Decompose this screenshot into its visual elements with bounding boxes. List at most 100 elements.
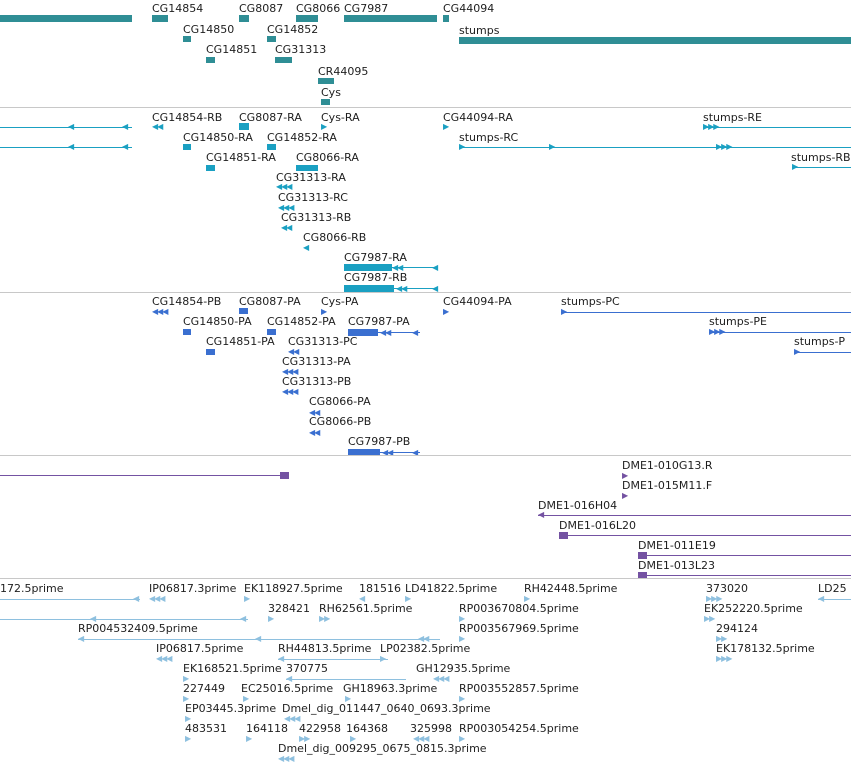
cds-line[interactable] [348, 332, 420, 333]
direction-arrows[interactable]: ▶ [183, 694, 189, 703]
direction-arrows[interactable]: ▶▶ [319, 614, 330, 623]
transcript-line[interactable] [459, 147, 851, 148]
est-label[interactable]: GH12935.5prime [416, 662, 511, 675]
probe-line[interactable] [0, 475, 289, 476]
protein-label[interactable]: stumps-PC [561, 295, 620, 308]
direction-arrows[interactable]: ▶ [185, 734, 191, 743]
protein-label[interactable]: CG14851-PA [206, 335, 275, 348]
est-label[interactable]: RH62561.5prime [319, 602, 413, 615]
est-line[interactable] [0, 599, 140, 600]
est-label[interactable]: 294124 [716, 622, 758, 635]
direction-arrows[interactable]: ▶ [459, 694, 465, 703]
direction-arrows[interactable]: ▶ [321, 122, 327, 131]
est-label[interactable]: 483531 [185, 722, 227, 735]
transcript-bar[interactable] [239, 123, 249, 130]
est-label[interactable]: RP004532409.5prime [78, 622, 198, 635]
transcript-label[interactable]: CG8087-RA [239, 111, 302, 124]
direction-arrows[interactable]: ▶ [321, 307, 327, 316]
direction-arrows[interactable]: ◀◀ [309, 428, 320, 437]
gene-bar[interactable] [275, 57, 292, 63]
gene-label[interactable]: Cys [321, 86, 341, 99]
est-label[interactable]: 172.5prime [0, 582, 64, 595]
direction-arrows[interactable]: ◀ [303, 243, 309, 252]
gene-label[interactable]: CG14850 [183, 23, 235, 36]
direction-arrows[interactable]: ▶ [622, 491, 628, 500]
direction-arrows[interactable]: ▶ [350, 734, 356, 743]
est-label[interactable]: 370775 [286, 662, 328, 675]
direction-arrows[interactable]: ▶ [268, 614, 274, 623]
est-label[interactable]: EC25016.5prime [241, 682, 334, 695]
est-label[interactable]: 164368 [346, 722, 388, 735]
direction-arrows[interactable]: ▶▶ [299, 734, 310, 743]
transcript-line[interactable] [0, 127, 132, 128]
protein-label[interactable]: CG8066-PA [309, 395, 371, 408]
probe-label[interactable]: DME1-010G13.R [622, 459, 713, 472]
gene-bar[interactable] [239, 15, 249, 22]
transcript-label[interactable]: stumps-RC [459, 131, 519, 144]
est-label[interactable]: LD25 [818, 582, 847, 595]
direction-arrows[interactable]: ▶ [405, 594, 411, 603]
est-label[interactable]: 373020 [706, 582, 748, 595]
protein-label[interactable]: Cys-PA [321, 295, 359, 308]
protein-label[interactable]: CG31313-PA [282, 355, 351, 368]
gene-bar[interactable] [267, 36, 276, 42]
transcript-label[interactable]: Cys-RA [321, 111, 360, 124]
cds-bar[interactable] [348, 329, 378, 336]
est-label[interactable]: IP06817.3prime [149, 582, 237, 595]
cds-bar[interactable] [183, 329, 191, 335]
cds-bar[interactable] [267, 329, 276, 335]
est-line[interactable] [0, 619, 248, 620]
direction-arrows[interactable]: ▶▶▶ [716, 654, 733, 663]
direction-arrows[interactable]: ◀◀◀ [276, 182, 293, 191]
est-line[interactable] [78, 639, 440, 640]
direction-arrows[interactable]: ▶▶ [704, 614, 715, 623]
gene-label[interactable]: stumps [459, 24, 500, 37]
gene-label[interactable]: CG8066 [296, 2, 341, 15]
direction-arrows[interactable]: ▶▶▶ [706, 594, 723, 603]
transcript-label[interactable]: CG7987-RA [344, 251, 407, 264]
transcript-label[interactable]: CG14854-RB [152, 111, 223, 124]
probe-bar[interactable] [280, 472, 289, 479]
direction-arrows[interactable]: ◀◀◀ [152, 307, 169, 316]
direction-arrows[interactable]: ▶ [443, 307, 449, 316]
transcript-label[interactable]: CG14851-RA [206, 151, 276, 164]
cds-line[interactable] [561, 312, 851, 313]
est-label[interactable]: RH42448.5prime [524, 582, 618, 595]
protein-label[interactable]: CG7987-PB [348, 435, 411, 448]
transcript-label[interactable]: stumps-RE [703, 111, 763, 124]
transcript-label[interactable]: CG8066-RB [303, 231, 367, 244]
probe-bar[interactable] [638, 552, 647, 559]
gene-bar[interactable] [0, 15, 132, 22]
protein-label[interactable]: CG14852-PA [267, 315, 336, 328]
probe-line[interactable] [638, 555, 851, 556]
est-label[interactable]: Dmel_dig_011447_0640_0693.3prime [282, 702, 491, 715]
est-label[interactable]: EK252220.5prime [704, 602, 803, 615]
transcript-label[interactable]: CG31313-RC [278, 191, 348, 204]
transcript-label[interactable]: CG7987-RB [344, 271, 408, 284]
est-label[interactable]: EK178132.5prime [716, 642, 815, 655]
gene-bar[interactable] [459, 37, 851, 44]
direction-arrows[interactable]: ◀◀◀ [282, 367, 299, 376]
direction-arrows[interactable]: ◀◀◀ [278, 754, 295, 763]
direction-arrows[interactable]: ◀◀◀ [149, 594, 166, 603]
est-label[interactable]: GH18963.3prime [343, 682, 438, 695]
probe-label[interactable]: DME1-011E19 [638, 539, 716, 552]
transcript-label[interactable]: CG44094-RA [443, 111, 513, 124]
protein-label[interactable]: CG14854-PB [152, 295, 222, 308]
direction-arrows[interactable]: ▶ [183, 674, 189, 683]
direction-arrows[interactable]: ◀◀◀ [413, 734, 430, 743]
est-label[interactable]: IP06817.5prime [156, 642, 244, 655]
gene-label[interactable]: CG14851 [206, 43, 258, 56]
transcript-bar[interactable] [344, 264, 392, 271]
protein-label[interactable]: CG14850-PA [183, 315, 252, 328]
est-line[interactable] [286, 679, 406, 680]
est-label[interactable]: 181516 [359, 582, 401, 595]
est-label[interactable]: 422958 [299, 722, 341, 735]
direction-arrows[interactable]: ▶ [459, 734, 465, 743]
transcript-bar[interactable] [183, 144, 191, 150]
direction-arrows[interactable]: ▶ [459, 634, 465, 643]
protein-label[interactable]: CG31313-PB [282, 375, 352, 388]
direction-arrows[interactable]: ▶ [246, 734, 252, 743]
transcript-label[interactable]: CG31313-RA [276, 171, 346, 184]
est-label[interactable]: 328421 [268, 602, 310, 615]
